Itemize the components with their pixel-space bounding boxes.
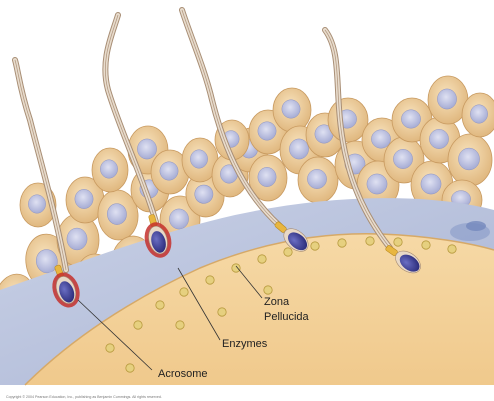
cortical-granule <box>126 364 134 372</box>
copyright-notice: Copyright © 2004 Pearson Education, Inc.… <box>6 395 162 399</box>
follicle-cell-nucleus <box>258 122 276 140</box>
cortical-granule <box>366 237 374 245</box>
follicle-cell-nucleus <box>367 174 387 194</box>
label-acrosome: Acrosome <box>158 368 208 380</box>
label-enzymes: Enzymes <box>222 338 268 350</box>
follicle-cell-nucleus <box>289 139 308 159</box>
cortical-granule <box>232 264 240 272</box>
cortical-granule <box>284 248 292 256</box>
cortical-granule <box>206 276 214 284</box>
follicle-cell <box>448 134 492 186</box>
follicle-cell-nucleus <box>307 169 326 188</box>
follicle-cell-nucleus <box>458 148 479 170</box>
label-pellucida: Pellucida <box>264 311 310 323</box>
follicle-cell-nucleus <box>67 228 87 250</box>
cortical-granule <box>106 344 114 352</box>
follicle-cell-nucleus <box>470 105 487 123</box>
cortical-granule <box>264 286 272 294</box>
cortical-granule <box>338 239 346 247</box>
follicle-cell <box>298 157 338 203</box>
follicle-cell-nucleus <box>371 130 390 148</box>
follicle-cell-nucleus <box>160 162 178 180</box>
follicle-cell-nucleus <box>401 110 420 128</box>
follicle-cell-nucleus <box>169 209 188 229</box>
follicle-cell-nucleus <box>28 195 45 213</box>
follicle-cell-nucleus <box>75 189 93 208</box>
cortical-granule <box>134 321 142 329</box>
follicle-cell <box>462 93 494 137</box>
follicle-cell-nucleus <box>421 174 441 194</box>
follicle-cell-nucleus <box>258 167 276 186</box>
follicle-cell-nucleus <box>437 89 456 109</box>
cortical-granule <box>180 288 188 296</box>
cortical-granule <box>218 308 226 316</box>
follicle-cell-nucleus <box>393 149 412 168</box>
follicle-cell-nucleus <box>190 150 207 168</box>
follicle-cell-nucleus <box>137 139 156 159</box>
follicle-cell-nucleus <box>429 129 448 148</box>
cortical-granule <box>156 301 164 309</box>
follicle-cell-nucleus <box>282 100 300 118</box>
cortical-granule <box>422 241 430 249</box>
cortical-granule <box>258 255 266 263</box>
follicle-cell <box>273 88 311 132</box>
label-zona: Zona <box>264 296 290 308</box>
cortical-granule <box>448 245 456 253</box>
cortical-granule <box>176 321 184 329</box>
follicle-cell-nucleus <box>100 160 117 178</box>
cortical-granule <box>394 238 402 246</box>
cortical-granule <box>311 242 319 250</box>
follicle-cell <box>92 148 128 192</box>
